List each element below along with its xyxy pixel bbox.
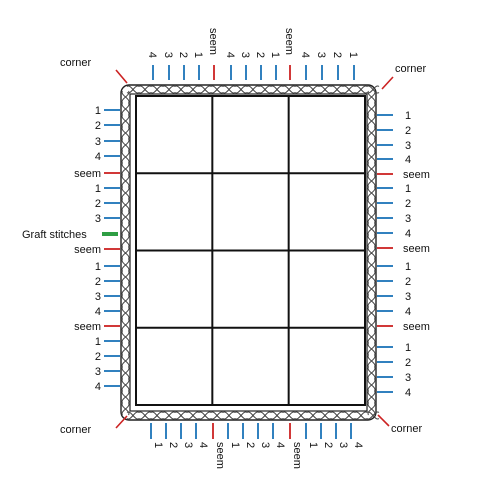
stitch-ticks bbox=[104, 65, 393, 439]
stitch-count-right: 4 bbox=[405, 154, 411, 166]
stitch-count-bottom: 3 bbox=[259, 442, 271, 448]
stitch-count-left: 1 bbox=[95, 336, 101, 348]
seam-label-left: seem bbox=[74, 168, 101, 180]
stitch-count-right: 3 bbox=[405, 372, 411, 384]
seam-label-right: seem bbox=[403, 321, 430, 333]
stitch-count-left: 4 bbox=[95, 381, 101, 393]
stitch-count-bottom: 3 bbox=[337, 442, 349, 448]
stitch-count-top: 2 bbox=[254, 52, 266, 58]
seam-label-bottom: seem bbox=[291, 442, 303, 469]
seam-label-left: seem bbox=[74, 321, 101, 333]
braid-bottom bbox=[126, 411, 380, 420]
stitch-count-left: 1 bbox=[95, 105, 101, 117]
stitch-count-right: 1 bbox=[405, 183, 411, 195]
stitch-count-right: 2 bbox=[405, 357, 411, 369]
stitch-count-bottom: 4 bbox=[197, 442, 209, 448]
stitch-count-top: 1 bbox=[269, 52, 281, 58]
stitch-count-bottom: 1 bbox=[152, 442, 164, 448]
seam-label-right: seem bbox=[403, 169, 430, 181]
stitch-count-top: 2 bbox=[331, 52, 343, 58]
seam-label-top: seem bbox=[283, 28, 295, 55]
stitch-count-bottom: 1 bbox=[229, 442, 241, 448]
stitch-count-top: 4 bbox=[146, 52, 158, 58]
corner-tick-top-left bbox=[115, 69, 128, 84]
stitch-count-top: 2 bbox=[177, 52, 189, 58]
stitch-count-right: 1 bbox=[405, 342, 411, 354]
stitch-count-right: 3 bbox=[405, 213, 411, 225]
stitch-count-left: 2 bbox=[95, 351, 101, 363]
stitch-count-right: 1 bbox=[405, 110, 411, 122]
stitch-count-right: 3 bbox=[405, 140, 411, 152]
corner-label-top-right: corner bbox=[395, 63, 427, 75]
stitch-count-left: 1 bbox=[95, 261, 101, 273]
braid-top bbox=[126, 85, 380, 94]
stitch-count-bottom: 2 bbox=[244, 442, 256, 448]
corner-label-bottom-right: corner bbox=[391, 423, 423, 435]
stitch-count-bottom: 4 bbox=[352, 442, 364, 448]
stitch-count-top: 3 bbox=[162, 52, 174, 58]
stitch-count-top: 4 bbox=[224, 52, 236, 58]
stitch-count-top: 3 bbox=[239, 52, 251, 58]
seam-label-top: seem bbox=[207, 28, 219, 55]
stitch-count-right: 2 bbox=[405, 125, 411, 137]
graft-stitches-label: Graft stitches bbox=[22, 229, 87, 241]
corner-label-top-left: corner bbox=[60, 57, 92, 69]
block-grid-lines bbox=[136, 96, 365, 405]
stitch-count-left: 3 bbox=[95, 136, 101, 148]
seam-label-left: seem bbox=[74, 244, 101, 256]
border-outer bbox=[120, 84, 377, 421]
corner-label-bottom-left: corner bbox=[60, 424, 92, 436]
stitch-count-right: 3 bbox=[405, 291, 411, 303]
stitch-count-right: 1 bbox=[405, 261, 411, 273]
stitch-count-bottom: 2 bbox=[322, 442, 334, 448]
seam-label-bottom: seem bbox=[214, 442, 226, 469]
corner-tick-bottom-left bbox=[115, 415, 128, 429]
stitch-count-right: 2 bbox=[405, 198, 411, 210]
stitch-count-left: 4 bbox=[95, 151, 101, 163]
braided-edging bbox=[121, 85, 380, 420]
stitch-count-left: 2 bbox=[95, 276, 101, 288]
stitch-count-bottom: 2 bbox=[167, 442, 179, 448]
stitch-count-right: 4 bbox=[405, 306, 411, 318]
stitch-count-top: 1 bbox=[347, 52, 359, 58]
stitch-count-right: 4 bbox=[405, 387, 411, 399]
stitch-count-left: 3 bbox=[95, 213, 101, 225]
corner-tick-top-right bbox=[381, 76, 394, 90]
stitch-count-top: 1 bbox=[192, 52, 204, 58]
braid-right bbox=[367, 90, 376, 416]
stitch-count-bottom: 4 bbox=[274, 442, 286, 448]
graft-stitches-marker bbox=[102, 232, 118, 236]
stitch-count-top: 3 bbox=[315, 52, 327, 58]
stitch-count-right: 2 bbox=[405, 276, 411, 288]
stitch-count-left: 4 bbox=[95, 306, 101, 318]
corner-tick-bottom-right bbox=[377, 414, 390, 427]
stitch-labels: 1234seem123seem1234seem12341234seem1234s… bbox=[74, 28, 430, 469]
stitch-count-left: 3 bbox=[95, 366, 101, 378]
stitch-count-top: 4 bbox=[299, 52, 311, 58]
braid-left bbox=[121, 90, 130, 416]
border-inner bbox=[129, 93, 368, 412]
stitch-count-left: 3 bbox=[95, 291, 101, 303]
stitch-count-right: 4 bbox=[405, 228, 411, 240]
seam-label-right: seem bbox=[403, 243, 430, 255]
stitch-count-left: 2 bbox=[95, 198, 101, 210]
stitch-count-left: 2 bbox=[95, 120, 101, 132]
stitch-count-bottom: 3 bbox=[182, 442, 194, 448]
stitch-count-bottom: 1 bbox=[307, 442, 319, 448]
stitch-count-left: 1 bbox=[95, 183, 101, 195]
